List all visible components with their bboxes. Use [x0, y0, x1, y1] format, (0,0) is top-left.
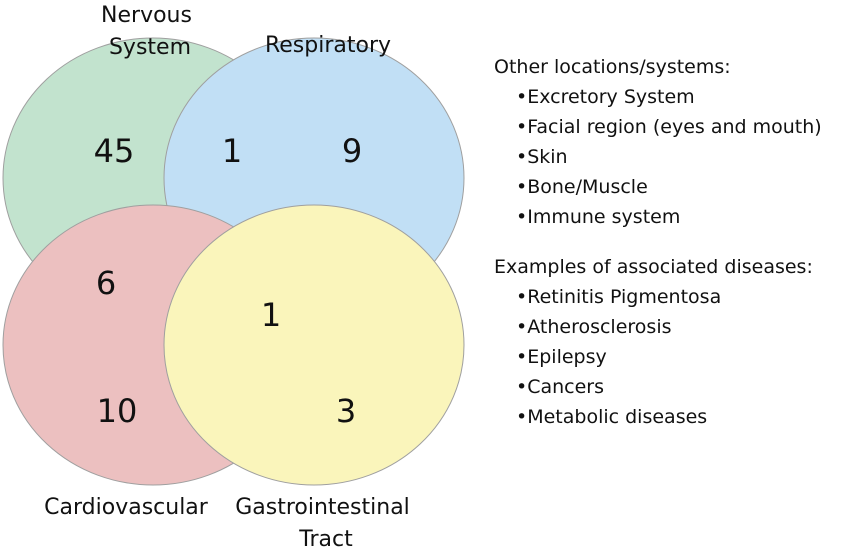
diseases-list: Retinitis Pigmentosa Atherosclerosis Epi… — [494, 282, 844, 432]
cardiovascular-only-count: 10 — [97, 392, 138, 430]
center-count: 1 — [261, 296, 281, 334]
list-item: Excretory System — [516, 82, 844, 112]
gastrointestinal-circle — [163, 204, 465, 486]
list-item: Cancers — [516, 372, 844, 402]
respiratory-label: Respiratory — [265, 33, 391, 58]
diseases-section: Examples of associated diseases: Retinit… — [494, 252, 844, 432]
cardiovascular-label: Cardiovascular — [44, 495, 209, 520]
side-panel: Other locations/systems: Excretory Syste… — [494, 52, 844, 432]
list-item: Atherosclerosis — [516, 312, 844, 342]
nervous-cardiovascular-count: 6 — [96, 264, 116, 302]
list-item: Metabolic diseases — [516, 402, 844, 432]
list-item: Facial region (eyes and mouth) — [516, 112, 844, 142]
other-systems-heading: Other locations/systems: — [494, 56, 731, 78]
list-item: Bone/Muscle — [516, 172, 844, 202]
other-systems-list: Excretory System Facial region (eyes and… — [494, 82, 844, 232]
nervous-only-count: 45 — [94, 132, 135, 170]
nervous-system-label: Nervous System — [101, 3, 199, 60]
list-item: Immune system — [516, 202, 844, 232]
list-item: Skin — [516, 142, 844, 172]
list-item: Epilepsy — [516, 342, 844, 372]
respiratory-only-count: 9 — [342, 132, 362, 170]
other-systems-section: Other locations/systems: Excretory Syste… — [494, 52, 844, 232]
nervous-respiratory-count: 1 — [222, 132, 242, 170]
diseases-heading: Examples of associated diseases: — [494, 256, 813, 278]
venn-diagram: Nervous System Respiratory Cardiovascula… — [2, 3, 465, 552]
gastrointestinal-label: Gastrointestinal Tract — [235, 495, 417, 552]
gastrointestinal-only-count: 3 — [336, 392, 356, 430]
list-item: Retinitis Pigmentosa — [516, 282, 844, 312]
